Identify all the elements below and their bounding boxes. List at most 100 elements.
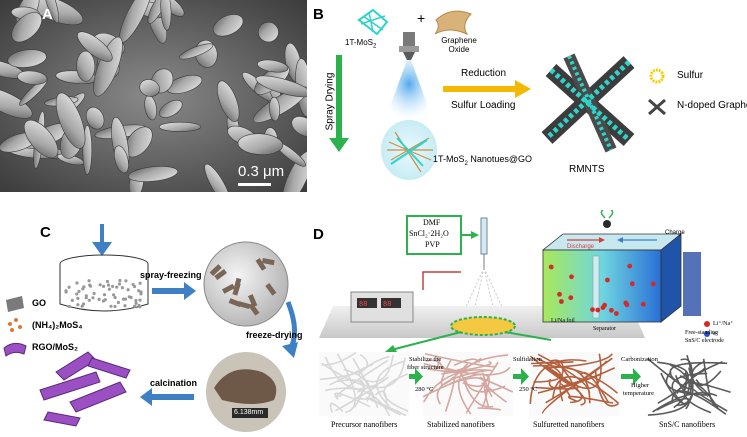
spray-nozzle <box>399 32 419 60</box>
frozen-droplet <box>203 241 289 327</box>
fiber-strand <box>551 365 591 404</box>
collector-plate <box>450 316 516 336</box>
droplet-flake <box>214 268 227 281</box>
beaker-particle <box>82 285 86 289</box>
legend-sulfur-label: Sulfur <box>677 70 704 81</box>
reduction-arrow <box>443 80 531 98</box>
fiber-strand <box>440 359 469 386</box>
beaker-particle <box>133 285 137 289</box>
sem-flake <box>158 121 202 132</box>
fiber-strand <box>594 370 619 407</box>
sem-flake <box>237 133 284 155</box>
sulfur-ring-icon <box>649 68 665 84</box>
beaker-particle <box>101 299 105 303</box>
beaker-particle <box>75 281 79 285</box>
beaker-particle <box>123 304 127 308</box>
panel-label-c: C <box>40 224 51 241</box>
freeze-drying-arrow <box>285 301 297 352</box>
intermediate-label: 1T-MoS2 Nanotues@GO <box>433 154 533 167</box>
beaker-particle <box>92 291 96 296</box>
beaker-particle <box>138 281 142 285</box>
electrode-label-1: Free-standing <box>685 330 718 336</box>
beaker-particle <box>120 286 124 290</box>
fiber-strand <box>352 357 379 409</box>
fiber-strand <box>702 358 717 407</box>
fiber-strand <box>422 369 492 403</box>
sem-flake <box>55 92 86 149</box>
c-nozzle <box>92 224 112 256</box>
beaker-particle <box>106 283 111 287</box>
svg-text:88: 88 <box>383 301 391 309</box>
fiber-strand <box>464 376 506 393</box>
graphene-oxide-icon <box>434 10 472 36</box>
calcination-arrow <box>140 388 194 406</box>
beaker-particle <box>67 304 71 309</box>
sem-flake <box>257 59 289 73</box>
fiber-strand <box>336 379 365 408</box>
beaker-particle <box>75 292 79 296</box>
electrode-mesh <box>683 252 701 316</box>
sem-flake <box>258 21 279 43</box>
plus-sign: + <box>417 10 426 26</box>
sem-flake <box>23 119 59 159</box>
fiber-strand <box>424 353 497 368</box>
beaker-particle <box>109 304 113 308</box>
foil-label: Li/Na foil <box>551 318 575 324</box>
beaker-particle <box>70 298 74 302</box>
fiber-strand <box>647 387 694 416</box>
ion-dot <box>624 302 630 308</box>
scale-bar <box>238 183 271 186</box>
spray-drying-label: Spray Drying <box>324 72 336 131</box>
sem-flake <box>255 75 307 98</box>
fiber-strand <box>325 387 391 417</box>
rmnts-label: RMNTS <box>569 164 605 175</box>
step3-line2: Higher <box>631 382 650 389</box>
fiber-strand <box>477 407 501 411</box>
fiber-strand <box>324 356 389 390</box>
fiber-label-1: Precursor nanofibers <box>331 420 398 429</box>
power-supply: 88 88 <box>350 291 414 323</box>
ion-dot <box>609 307 614 313</box>
fiber-strand <box>425 359 440 372</box>
ion-dot <box>627 263 633 269</box>
beaker-particle <box>134 301 138 305</box>
step1-line2: fiber structure <box>407 364 444 371</box>
beaker-particle <box>124 279 128 283</box>
process-arrowhead <box>633 368 641 385</box>
bulb-icon <box>603 220 611 228</box>
sem-flake <box>17 70 48 85</box>
beaker-particle <box>117 282 122 286</box>
fiber-strand <box>321 357 406 389</box>
beaker-particle <box>138 298 142 302</box>
fiber-strand <box>652 392 718 413</box>
beaker-particle <box>87 279 91 283</box>
fiber-strand <box>329 402 344 413</box>
spray-freezing-label: spray-freezing <box>140 270 202 280</box>
panel-b-graphics <box>329 8 666 180</box>
beaker-particle <box>67 285 71 289</box>
beaker-particle <box>84 296 88 300</box>
step1-line1: Stabilize the <box>409 356 442 363</box>
spray-cone <box>385 60 433 120</box>
beaker-particle <box>112 293 116 297</box>
sem-flake <box>179 43 214 60</box>
beaker-particle <box>87 298 91 302</box>
fiber-strand <box>461 374 494 408</box>
spray-freezing-arrow <box>152 282 196 300</box>
go-sheet-icon <box>6 296 24 312</box>
beaker-particle <box>88 283 92 287</box>
discharge-label: Discharge <box>567 244 595 250</box>
fiber-strand <box>465 361 499 414</box>
process-arrow <box>409 374 417 379</box>
sem-flake <box>76 50 96 82</box>
beaker-particle <box>76 296 80 300</box>
droplet-flake <box>221 283 235 294</box>
droplet-flake <box>261 257 275 266</box>
fiber-strand <box>336 353 357 414</box>
ion-dot <box>640 301 646 307</box>
legend-rgo-label: RGO/MoS₂ <box>32 342 78 352</box>
ion-dot <box>605 277 610 283</box>
sem-flake <box>93 36 123 97</box>
sem-flake <box>159 99 183 118</box>
intermediate-structure <box>387 131 433 173</box>
